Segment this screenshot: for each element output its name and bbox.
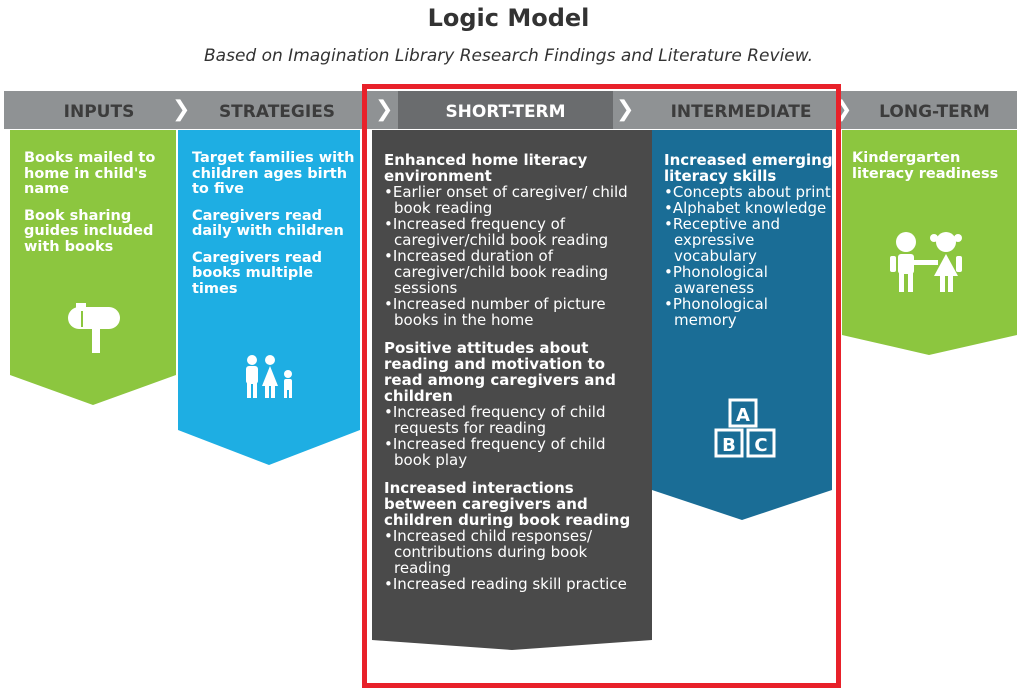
chevron-right-icon: ❯ [375,97,394,122]
header-short-term: SHORT-TERM [398,91,613,129]
short-term-text: Enhanced home literacy environment Earli… [384,152,646,604]
short-term-section: Enhanced home literacy environment Earli… [384,152,646,328]
section-heading: Increased interactions between caregiver… [384,479,631,529]
section-bullet: Increased duration of caregiver/child bo… [384,248,646,296]
section-bullet: Increased frequency of child book play [384,436,646,468]
header-strategies: STRATEGIES [218,102,336,122]
intermediate-text: Increased emerging literacy skills Conce… [664,152,834,328]
intermediate-bullet: Alphabet knowledge [664,200,834,216]
family-icon [240,354,300,404]
block-letter: C [754,435,767,456]
intermediate-bullet: Concepts about print [664,184,834,200]
strategies-item: Caregivers read daily with children [192,207,344,239]
block-letter: B [722,435,736,456]
page-subtitle: Based on Imagination Library Research Fi… [204,46,813,66]
header-long-term: LONG-TERM [879,102,990,122]
intermediate-bullet: Phonological memory [664,296,834,328]
inputs-item: Book sharing guides included with books [24,207,154,255]
strategies-column [178,130,360,465]
page-title: Logic Model [427,4,590,32]
section-bullet: Increased frequency of caregiver/child b… [384,216,646,248]
section-bullet: Increased child responses/ contributions… [384,528,646,576]
inputs-item: Books mailed to home in child's name [24,150,156,197]
header-intermediate: INTERMEDIATE [670,102,812,122]
intermediate-bullet: Receptive and expressive vocabulary [664,216,834,264]
section-heading: Enhanced home literacy environment [384,151,588,185]
section-bullet: Increased frequency of child requests fo… [384,404,646,436]
long-term-item: Kindergarten literacy readiness [852,150,999,182]
chevron-right-icon: ❯ [834,97,853,122]
mailbox-icon [66,303,128,359]
children-icon [886,230,966,298]
block-letter: A [736,405,750,426]
intermediate-bullet: Phonological awareness [664,264,834,296]
long-term-text: Kindergarten literacy readiness [852,150,1014,193]
section-bullet: Increased number of picture books in the… [384,296,646,328]
section-bullet: Increased reading skill practice [384,576,646,592]
strategies-text: Target families with children ages birth… [192,150,357,308]
section-bullet: Earlier onset of caregiver/ child book r… [384,184,646,216]
long-term-column [842,130,1017,355]
header-inputs: INPUTS [63,102,135,122]
abc-blocks-icon: A B C [710,398,782,464]
inputs-column [10,130,176,405]
short-term-section: Increased interactions between caregiver… [384,480,646,592]
intermediate-heading: Increased emerging literacy skills [664,151,833,185]
chevron-right-icon: ❯ [172,97,191,122]
strategies-item: Target families with children ages birth… [192,150,355,197]
inputs-text: Books mailed to home in child's name Boo… [24,150,174,266]
short-term-section: Positive attitudes about reading and mot… [384,340,646,468]
chevron-right-icon: ❯ [616,97,635,122]
strategies-item: Caregivers read books multiple times [192,249,323,297]
section-heading: Positive attitudes about reading and mot… [384,339,616,405]
